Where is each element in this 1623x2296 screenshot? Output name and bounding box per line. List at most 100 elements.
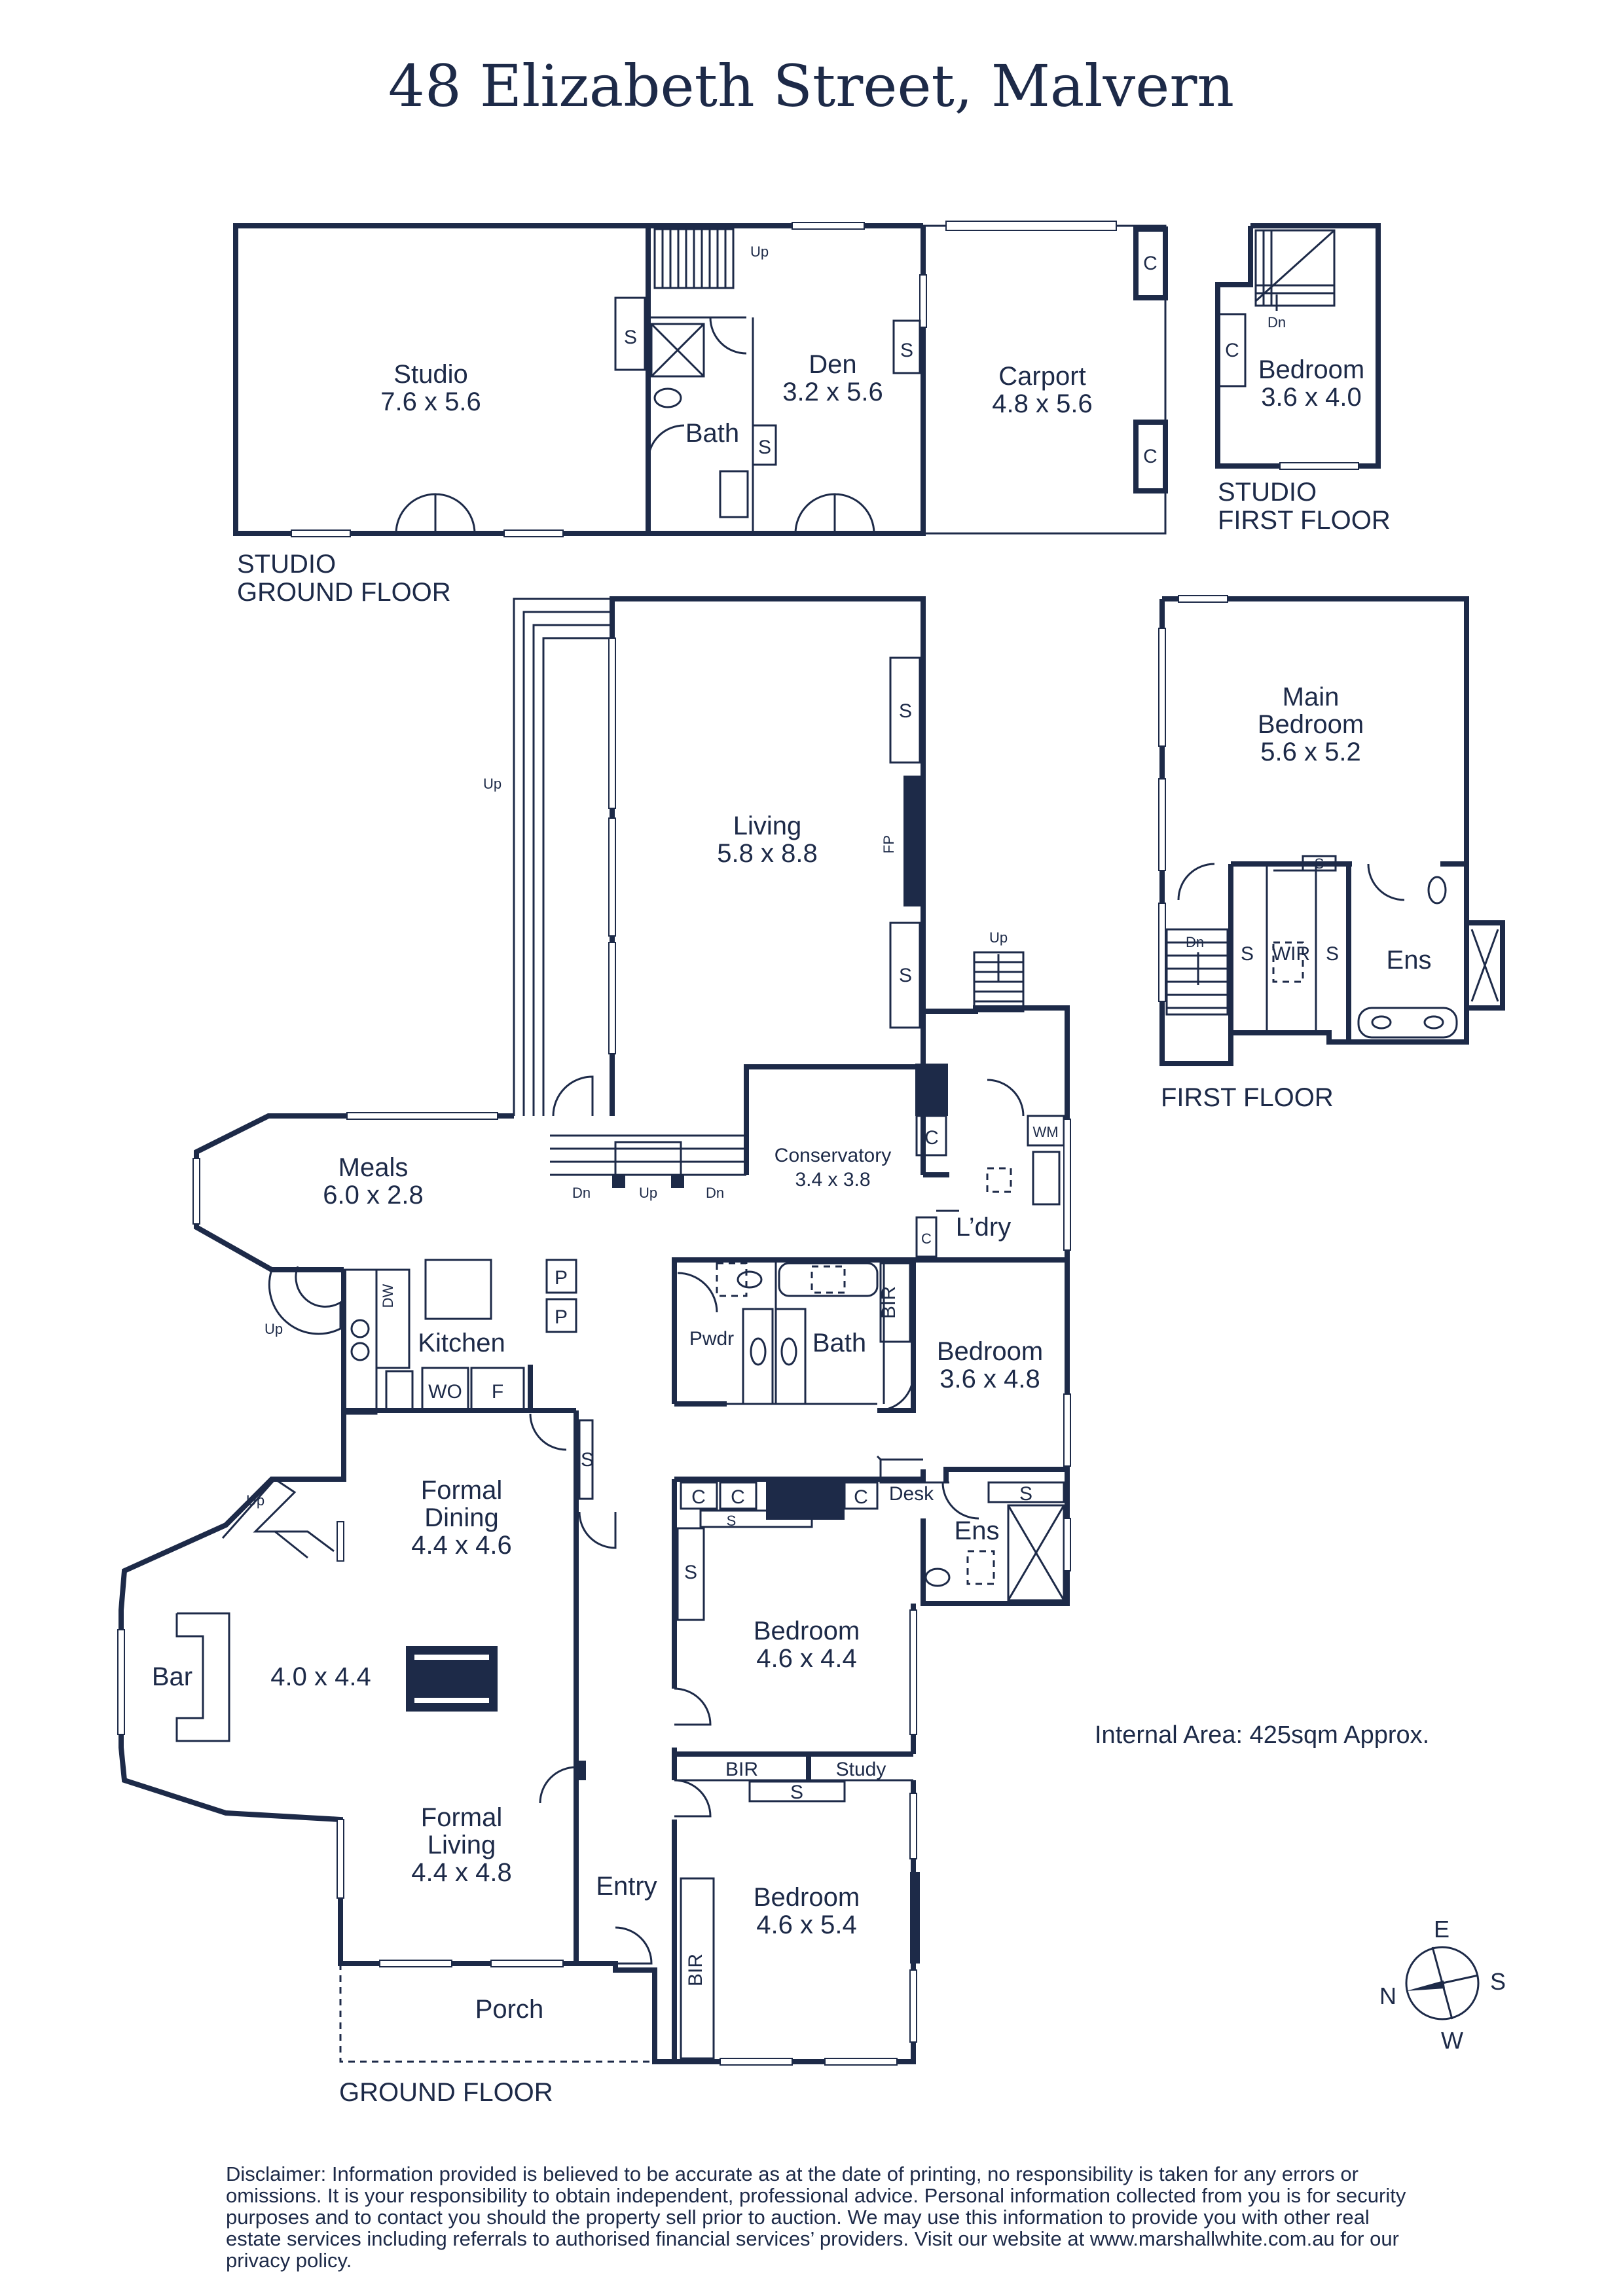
laundry-name: L’dry [956,1213,1012,1242]
up-label: Up [264,1321,283,1337]
door-swing [674,1687,712,1726]
storage-label: S [1326,943,1339,965]
toilet [653,387,682,408]
den-name: Den [809,350,856,379]
up-label: Up [750,243,769,260]
entry-outline [576,1961,674,2064]
disclaimer: Disclaimer: Information provided is beli… [226,2162,1406,2272]
door-swing [552,1075,594,1117]
compass-north: N [1379,1982,1396,2009]
window [490,1960,564,1967]
window [1279,462,1359,470]
cupboard-label: C [854,1486,868,1508]
fridge-label: F [492,1381,503,1403]
bar-size: 4.0 x 4.4 [270,1662,371,1691]
den-size: 3.2 x 5.6 [782,378,883,406]
studio-first-label-line1: STUDIO [1218,478,1317,507]
toilet [737,1270,763,1289]
door-swing [1367,863,1405,901]
bedroom-a-name: Bedroom [937,1337,1043,1366]
window [792,222,865,230]
cupboard-label: C [691,1486,706,1508]
meals-size: 6.0 x 2.8 [323,1181,423,1210]
ground-floor: Up S FP S Living 5.8 x 8.8 Dn Up Dn Cons… [117,596,1071,2066]
porch-name: Porch [475,1995,544,2024]
window [824,2058,898,2066]
ground-floor-label: GROUND FLOOR [339,2078,553,2107]
window [1158,903,1166,1002]
desk [879,1460,949,1484]
door-swing [647,424,685,462]
window [1178,595,1228,603]
storage-label: S [790,1782,803,1803]
studio-name: Studio [393,360,467,389]
carport-opening [945,221,1117,231]
compass-east: E [1434,1916,1450,1943]
studio-bath-name: Bath [685,419,739,448]
down-label: Dn [1267,314,1286,331]
storage-label: S [758,437,771,458]
cooktop [385,1370,414,1412]
down-label: Dn [572,1185,591,1201]
up-label: Up [639,1185,657,1201]
cupboard-label: C [924,1127,939,1149]
door-swing [877,1374,915,1412]
vanity [1357,1007,1458,1039]
conservatory-name: Conservatory [775,1145,891,1166]
up-label: Up [246,1492,264,1509]
bench [342,1268,378,1415]
studio-first-label-line2: FIRST FLOOR [1218,506,1391,535]
island [424,1259,492,1320]
window [919,274,927,328]
internal-area: Internal Area: 425sqm Approx. [1095,1721,1429,1749]
bedroom-b-top [674,1469,926,1482]
first-floor-label: FIRST FLOOR [1161,1083,1334,1112]
window [909,1793,917,1859]
bedroom-b-name: Bedroom [754,1617,860,1645]
cupboard-label: C [921,1230,932,1247]
formal-living-size: 4.4 x 4.8 [411,1858,511,1887]
sliding-door [608,637,616,809]
compass-west: W [1441,2027,1463,2054]
compass-icon [1405,1946,1480,2020]
bar-steps [221,1478,335,1559]
formal-dining-name-line2: Dining [424,1503,498,1532]
sliding-door [608,817,616,937]
living-name: Living [733,812,802,840]
window [1063,1518,1071,1571]
window [1158,778,1166,871]
meals-name: Meals [338,1153,409,1182]
page-title: 48 Elizabeth Street, Malvern [388,52,1234,120]
door-swing [674,1779,712,1818]
down-label: Dn [706,1185,724,1201]
storage-label: S [581,1449,594,1471]
bedroom-a-size: 3.6 x 4.8 [939,1365,1040,1393]
french-door [794,493,875,534]
studio-bedroom-name: Bedroom [1258,355,1364,384]
window [337,1521,344,1562]
bar-counter [175,1612,230,1742]
studio-outline [233,223,926,536]
pantry-label: P [555,1267,568,1289]
wir-fixture [1272,941,1304,983]
pantry-label: P [555,1306,568,1328]
ens-shower [1464,920,1505,1011]
window [192,1158,200,1225]
cupboard-label: C [1143,253,1158,274]
storage-label: S [1315,855,1324,872]
door-swing [709,317,747,355]
door-swing [529,1413,567,1451]
cupboard-label: C [1143,446,1158,467]
pwdr-name: Pwdr [689,1328,734,1350]
main-bedroom-size: 5.6 x 5.2 [1260,738,1360,766]
first-ens-name: Ens [1387,946,1432,975]
main-bedroom-name-line2: Bedroom [1258,710,1364,739]
bedroom-c-size: 4.6 x 5.4 [756,1910,856,1939]
main-bedroom-name-line1: Main [1283,683,1340,711]
bar-name: Bar [152,1662,192,1691]
window [1063,1119,1071,1251]
sliding-door [608,942,616,1054]
formal-living-name-line2: Living [428,1831,496,1859]
studio-stairs [653,228,735,289]
window [1063,1393,1071,1467]
